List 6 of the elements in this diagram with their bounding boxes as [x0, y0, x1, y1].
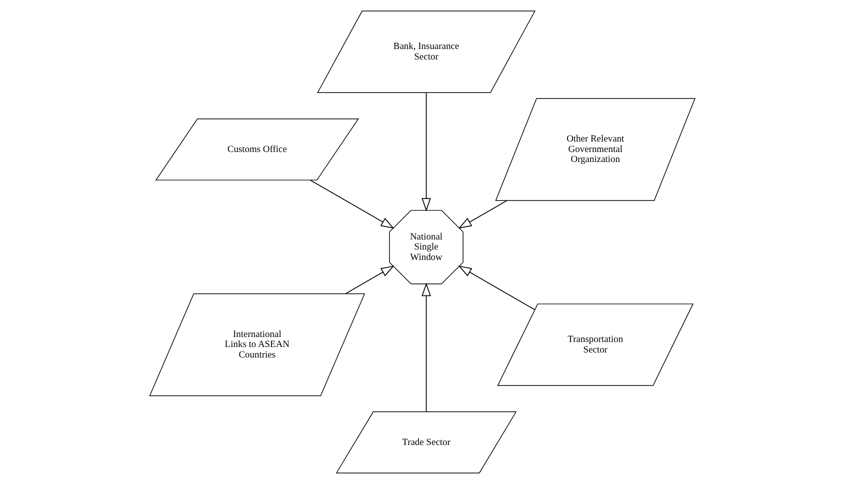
- arrow: [458, 200, 508, 229]
- arrow: [345, 266, 394, 294]
- arrow: [422, 282, 431, 412]
- arrow: [310, 180, 394, 229]
- arrow: [458, 266, 536, 310]
- arrow: [422, 92, 431, 212]
